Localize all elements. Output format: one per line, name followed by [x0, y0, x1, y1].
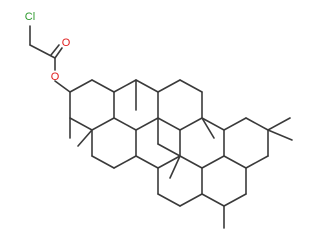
carbonyl-oxygen-label: O — [62, 37, 71, 49]
bond-ringG-2 — [201, 193, 225, 207]
bond-ringD-5 — [157, 117, 181, 131]
bond-carbonyl-o-2 — [50, 44, 60, 56]
bond-ringC-1 — [113, 79, 137, 93]
bond-ringB-1 — [113, 117, 137, 131]
bond-ringE-5 — [135, 155, 159, 169]
bond-ringC-4 — [135, 117, 159, 131]
bond-ringC-2 — [135, 79, 159, 93]
bond-ringA-5 — [69, 117, 93, 131]
chlorine-label: Cl — [25, 11, 35, 23]
bond-ringB-3 — [113, 155, 137, 169]
bond-ringG-3 — [223, 193, 247, 207]
bond-ringD-4 — [179, 117, 203, 131]
bond-ringA-1 — [69, 79, 93, 93]
bond-ringB-4 — [91, 155, 115, 169]
bond-lines — [29, 25, 293, 229]
bond-methyl-c14 — [201, 117, 215, 139]
bond-ringF-3 — [245, 117, 269, 131]
bond-ringF-5 — [245, 155, 269, 169]
bond-gem-methyl-2 — [267, 129, 293, 141]
bond-methyl-c5 — [77, 129, 93, 147]
bond-ringD-1 — [157, 79, 181, 93]
bond-ringE-4 — [157, 155, 181, 169]
bond-ringG-6 — [157, 193, 181, 207]
bond-ringE-2 — [157, 143, 181, 157]
bond-ringF-2 — [223, 117, 247, 131]
bond-carbonyl-o-1 — [54, 47, 63, 59]
bond-ringD-2 — [179, 79, 203, 93]
bond-ringG-5 — [179, 193, 203, 207]
ester-oxygen-label: O — [51, 71, 60, 83]
bond-methyl-c13 — [169, 155, 181, 179]
molecule-structure: Cl O O — [25, 11, 293, 229]
bond-ch2-carbonyl — [29, 44, 56, 59]
bond-o-c3 — [54, 80, 71, 93]
bond-ringF-6 — [223, 155, 247, 169]
bond-ringA-4 — [91, 117, 115, 131]
bond-ringF-9 — [179, 155, 203, 169]
atom-labels: Cl O O — [25, 11, 71, 83]
bond-ringA-2 — [91, 79, 115, 93]
bond-ringF-8 — [201, 155, 225, 169]
bond-gem-methyl-1 — [267, 117, 291, 131]
bond-ringF-1 — [201, 117, 225, 131]
